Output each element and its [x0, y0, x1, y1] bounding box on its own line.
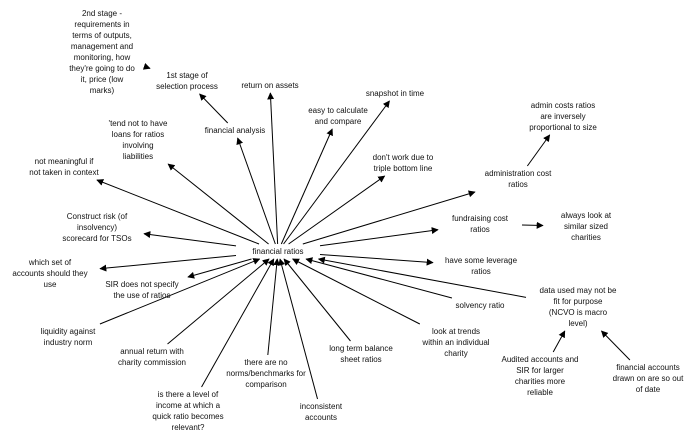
node-second-stage[interactable]: 2nd stage - requirements in terms of out… — [69, 9, 135, 95]
edge-financial-ratios-to-snapshot — [283, 100, 390, 245]
edge-look-trends-to-financial-ratios — [292, 258, 421, 325]
node-easy-calc[interactable]: easy to calculate and compare — [308, 106, 368, 126]
node-annual-return[interactable]: annual return with charity commission — [117, 347, 186, 367]
edge-is-there-level-to-financial-ratios — [201, 258, 275, 388]
node-admin-costs-inverse[interactable]: admin costs ratios are inversely proport… — [529, 101, 597, 132]
edge-financial-ratios-to-fundraising — [319, 227, 439, 247]
edge-inconsistent-to-financial-ratios — [278, 258, 319, 400]
node-financial-analysis[interactable]: financial analysis — [204, 126, 266, 135]
edge-solvency-to-financial-ratios — [305, 257, 453, 299]
node-snapshot[interactable]: snapshot in time — [365, 89, 425, 98]
edge-financial-ratios-to-easy-calc — [280, 128, 333, 245]
edge-financial-ratios-to-construct-risk — [143, 231, 237, 247]
node-long-term[interactable]: long term balance sheet ratios — [329, 344, 393, 364]
node-dont-work[interactable]: don't work due to triple bottom line — [372, 153, 434, 173]
node-financial-ratios[interactable]: financial ratios — [252, 247, 304, 256]
node-no-norms[interactable]: there are no norms/benchmarks for compar… — [226, 358, 306, 389]
node-audited[interactable]: Audited accounts and SIR for larger char… — [501, 355, 579, 397]
edge-audited-to-data-used — [552, 330, 566, 353]
edge-liquidity-to-financial-ratios — [99, 258, 261, 325]
node-liquidity[interactable]: liquidity against industry norm — [40, 327, 96, 347]
node-admin-cost-ratios[interactable]: administration cost ratios — [484, 169, 552, 189]
node-is-there-level[interactable]: is there a level of income at which a qu… — [152, 390, 224, 432]
edge-annual-return-to-financial-ratios — [167, 258, 270, 345]
edge-financial-ratios-to-leverage — [319, 254, 434, 266]
edge-financial-ratios-to-dont-work — [288, 175, 386, 245]
node-tend-not-loans[interactable]: 'tend not to have loans for ratios invol… — [108, 119, 168, 161]
node-return-on-assets[interactable]: return on assets — [241, 81, 299, 90]
edge-financial-analysis-to-first-stage — [199, 93, 229, 124]
node-fundraising[interactable]: fundraising cost ratios — [451, 214, 509, 234]
node-construct-risk[interactable]: Construct risk (of insolvency) scorecard… — [62, 212, 132, 243]
node-which-set[interactable]: which set of accounts should they use — [12, 258, 88, 289]
node-always-look[interactable]: always look at similar sized charities — [560, 211, 612, 242]
node-sir[interactable]: SIR does not specify the use of ratios — [105, 280, 179, 300]
edge-financial-ratios-to-not-meaningful — [96, 179, 260, 245]
edge-data-used-to-financial-ratios — [317, 256, 527, 298]
edge-financial-ratios-to-tend-not-loans — [167, 163, 269, 245]
node-first-stage[interactable]: 1st stage of selection process — [156, 71, 218, 91]
node-look-trends[interactable]: look at trends within an individual char… — [422, 327, 490, 358]
edge-financial-ratios-to-financial-analysis — [236, 137, 276, 245]
node-data-used[interactable]: data used may not be fit for purpose (NC… — [539, 286, 617, 328]
edge-admin-cost-ratios-to-admin-costs-inverse — [526, 134, 551, 167]
edge-drawn-on-to-data-used — [601, 330, 631, 361]
edge-financial-ratios-to-return-on-assets — [267, 92, 279, 245]
edge-long-term-to-financial-ratios — [283, 258, 351, 342]
edge-financial-ratios-to-admin-cost-ratios — [302, 190, 476, 245]
edge-no-norms-to-financial-ratios — [267, 258, 281, 356]
node-inconsistent[interactable]: inconsistent accounts — [299, 402, 343, 422]
node-solvency[interactable]: solvency ratio — [455, 301, 505, 310]
node-drawn-on[interactable]: financial accounts drawn on are so out o… — [612, 363, 684, 394]
edge-financial-ratios-to-which-set — [99, 255, 237, 272]
edge-financial-ratios-to-sir — [187, 258, 252, 279]
node-leverage[interactable]: have some leverage ratios — [444, 256, 518, 276]
node-not-meaningful[interactable]: not meaningful if not taken in context — [29, 157, 99, 177]
